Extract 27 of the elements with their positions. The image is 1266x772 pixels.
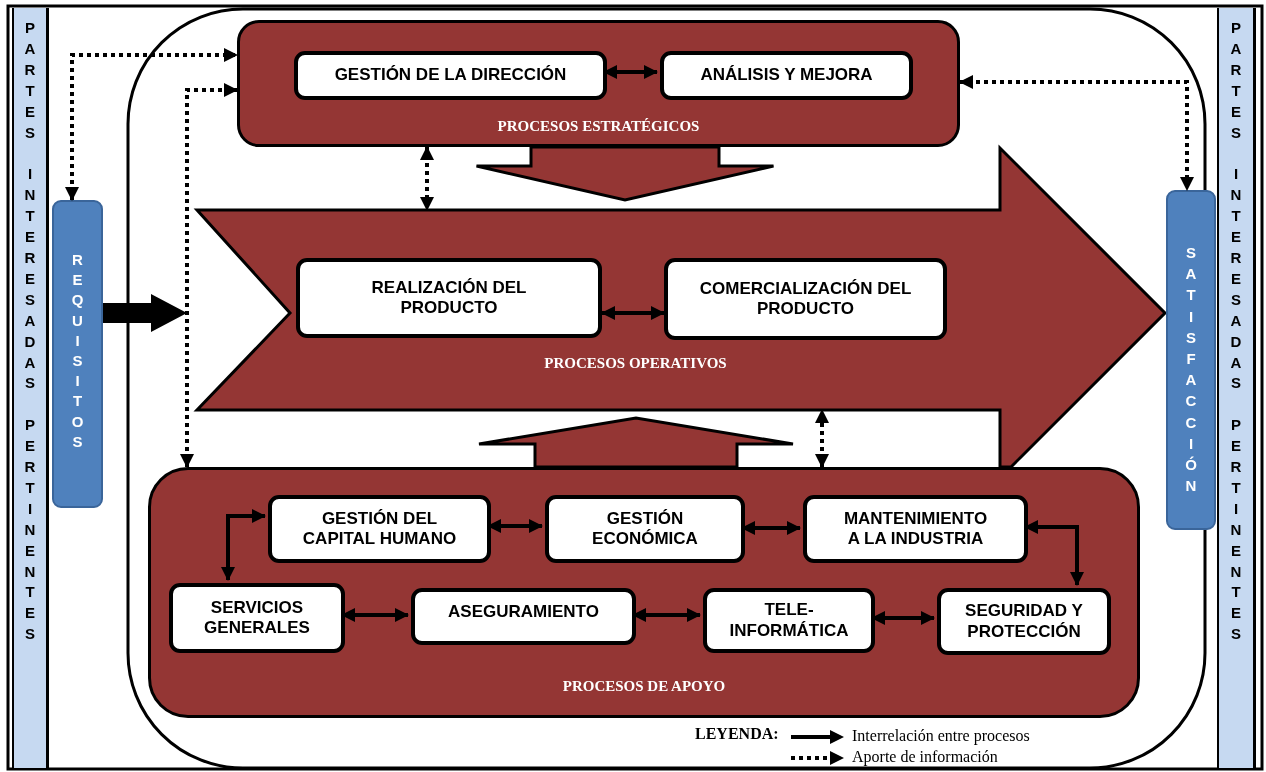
process-box: SEGURIDAD Y PROTECCIÓN: [937, 588, 1111, 655]
process-box: SERVICIOS GENERALES: [169, 583, 345, 653]
legend-text: Aporte de información: [852, 748, 998, 766]
band-title: PROCESOS DE APOYO: [561, 678, 727, 695]
vertical-text: PARTES INTERESADAS PERTINENTES: [23, 18, 37, 645]
process-band: [148, 467, 1140, 718]
output-bar: [1166, 190, 1216, 530]
dotted-arrow: [65, 48, 238, 201]
side-band: [12, 8, 49, 768]
process-box: ANÁLISIS Y MEJORA: [660, 51, 913, 100]
band-title: PROCESOS ESTRATÉGICOS: [496, 118, 701, 135]
process-box: GESTIÓN DE LA DIRECCIÓN: [294, 51, 607, 100]
process-box: ASEGURAMIENTO: [411, 588, 636, 645]
process-box: TELE- INFORMÁTICA: [703, 588, 875, 653]
block-arrow: [103, 294, 187, 332]
side-band: [1217, 8, 1256, 768]
vertical-text: REQUISITOS: [70, 250, 85, 452]
legend-title: LEYENDA:: [695, 725, 779, 743]
double-arrow: [221, 509, 266, 581]
input-bar: [52, 200, 103, 508]
process-box: GESTIÓN DEL CAPITAL HUMANO: [268, 495, 491, 563]
vertical-text: SATISFACCIÓN: [1184, 243, 1198, 497]
vertical-text: PARTES INTERESADAS PERTINENTES: [1229, 18, 1243, 645]
process-box: MANTENIMIENTO A LA INDUSTRIA: [803, 495, 1028, 563]
process-band: [237, 20, 960, 147]
legend-text: Interrelación entre procesos: [852, 727, 1030, 745]
process-box: GESTIÓN ECONÓMICA: [545, 495, 745, 563]
